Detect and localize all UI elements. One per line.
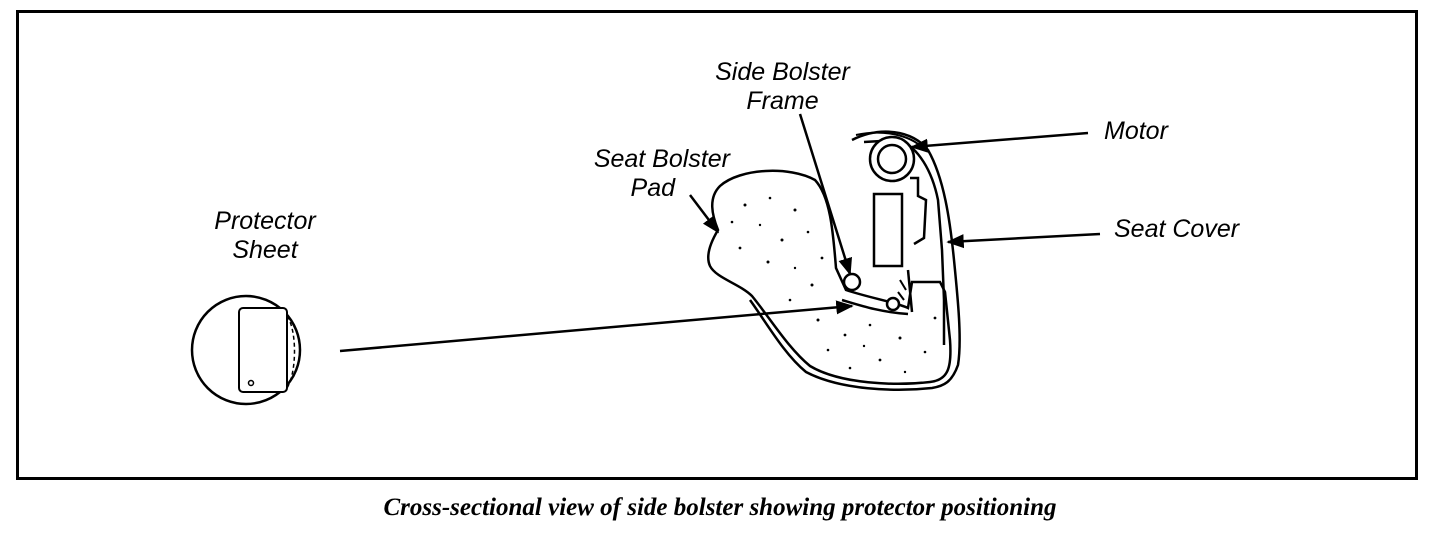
protector-sheet-detail xyxy=(190,294,302,406)
leader-seat-bolster-pad xyxy=(689,194,720,234)
label-side-bolster-frame: Side Bolster Frame xyxy=(700,58,865,116)
leader-motor xyxy=(910,131,1089,153)
leader-seat-cover xyxy=(946,232,1101,249)
label-seat-cover: Seat Cover xyxy=(1114,215,1240,243)
figure-caption: Cross-sectional view of side bolster sho… xyxy=(383,494,1057,521)
label-protector-sheet-line-1: Protector xyxy=(214,207,316,235)
label-protector-sheet-line-2: Sheet xyxy=(232,236,298,264)
label-seat-bolster-pad-line-1: Seat Bolster xyxy=(593,145,730,173)
side-bolster-frame-shape xyxy=(841,138,946,345)
motor-shape xyxy=(868,135,916,183)
seat-bolster-pad-shape xyxy=(707,169,952,385)
label-side-bolster-frame-line-1: Side Bolster xyxy=(715,58,850,86)
label-motor: Motor xyxy=(1104,117,1168,145)
label-seat-bolster-pad: Seat Bolster Pad xyxy=(560,145,730,203)
label-side-bolster-frame-line-2: Frame xyxy=(746,87,819,115)
label-seat-bolster-pad-line-2: Pad xyxy=(630,174,675,202)
label-protector-sheet: Protector Sheet xyxy=(195,207,335,265)
leader-protector-sheet xyxy=(339,300,854,353)
figure-frame xyxy=(16,10,1418,480)
leader-side-bolster-frame xyxy=(798,113,852,276)
